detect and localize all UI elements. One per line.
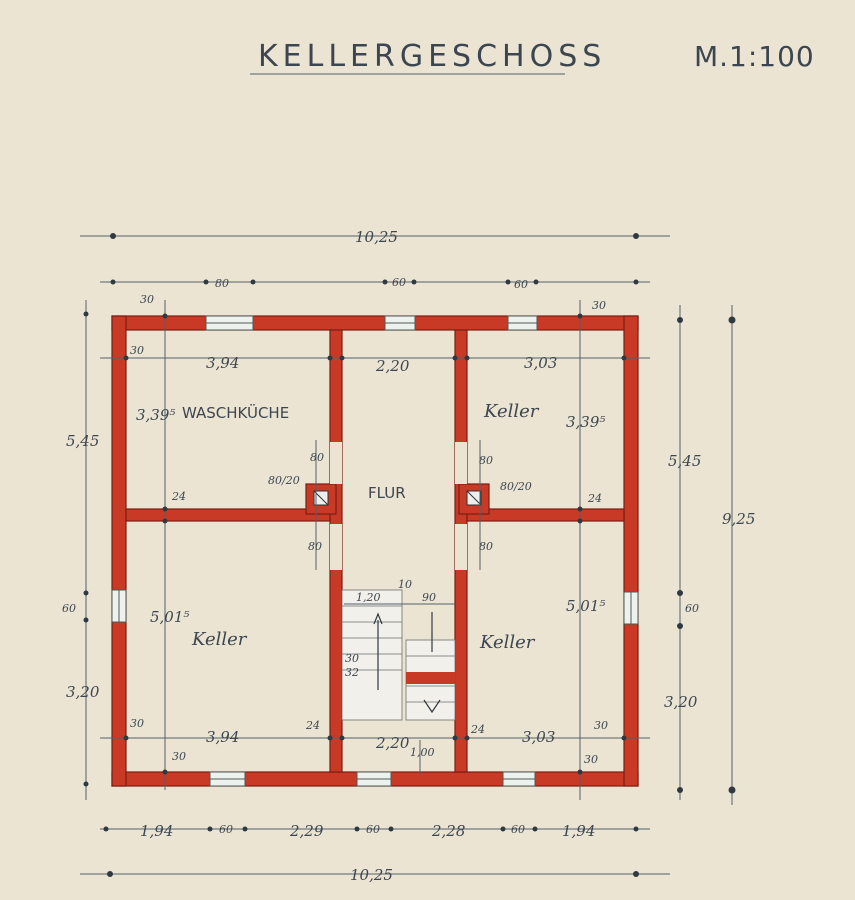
stair-width-label: 1,20: [356, 591, 381, 604]
wall-24-upper-left: 24: [171, 490, 186, 503]
top-overall-dimension: 10,25: [80, 228, 670, 246]
right-vertical-dimension: 5,45 60 3,20 9,25: [664, 305, 755, 805]
wall-24-upper-right: 24: [587, 492, 602, 505]
stair-10-label: 10: [398, 578, 412, 591]
room-flur: FLUR 2,20 2,20 1,20 90 10 30 32 1,00: [345, 357, 436, 759]
room-keller-upper-right-width: 3,03: [524, 354, 557, 372]
wall-24-lower-right: 24: [470, 723, 485, 736]
chimney-right-label: 80/20: [500, 480, 532, 493]
wall-30-bottom-right-a: 30: [594, 719, 608, 732]
room-keller-lower-left-name: Keller: [191, 629, 248, 650]
room-keller-lower-right-depth: 5,01⁵: [566, 597, 605, 615]
stair-30-label: 30: [345, 652, 359, 665]
wall-30-left: 30: [130, 344, 144, 357]
bottom-segment-5: 2,28: [431, 822, 465, 840]
top-window-60b-label: 60: [514, 278, 528, 291]
room-keller-lower-right: Keller 3,03 5,01⁵: [479, 597, 605, 746]
room-keller-lower-right-width: 3,03: [522, 728, 555, 746]
staircase: [341, 589, 456, 721]
room-keller-lower-left-depth: 5,01⁵: [150, 608, 189, 626]
room-waschkueche-width: 3,94: [206, 354, 239, 372]
room-waschkueche-depth: 3,39⁵: [136, 406, 175, 424]
chimney-left-label: 80/20: [268, 474, 300, 487]
wall-30-top-right: 30: [592, 299, 606, 312]
wall-30-bottom-right-b: 30: [584, 753, 598, 766]
bottom-segment-2: 60: [219, 823, 233, 836]
room-keller-upper-right-depth: 3,39⁵: [566, 413, 605, 431]
overall-height-label: 9,25: [722, 510, 755, 528]
bottom-segment-4: 60: [366, 823, 380, 836]
left-vertical-dimension: 5,45 60 3,20: [62, 300, 100, 800]
wall-30-bottom-left-b: 30: [172, 750, 186, 763]
right-upper-height-label: 5,45: [668, 452, 701, 470]
bottom-overall-dimension: 10,25: [80, 866, 670, 884]
chimney-flues: [313, 490, 482, 506]
drawing-scale: M.1:100: [694, 40, 815, 73]
wall-24-lower-left: 24: [305, 719, 320, 732]
door-80-right-upper: 80: [479, 454, 493, 467]
door-100-label: 1,00: [410, 746, 435, 759]
door-openings: [330, 442, 467, 570]
bottom-segment-6: 60: [511, 823, 525, 836]
room-keller-upper-right-name: Keller: [483, 401, 540, 422]
interior-dimension-lines: [100, 300, 650, 800]
wall-30-bottom-left-a: 30: [130, 717, 144, 730]
door-80-left-lower: 80: [308, 540, 322, 553]
room-waschkueche: WASCHKÜCHE 3,94 3,39⁵: [136, 354, 289, 424]
overall-width-bottom-label: 10,25: [350, 866, 393, 884]
door-80-left-upper: 80: [310, 451, 324, 464]
room-flur-name: FLUR: [368, 484, 406, 502]
room-waschkueche-name: WASCHKÜCHE: [182, 403, 289, 422]
right-lower-height-label: 3,20: [664, 693, 698, 711]
bottom-segment-dimension: 1,94 60 2,29 60 2,28 60 1,94: [100, 822, 650, 840]
wall-thickness-labels: 30 30 30 30 30 30 30 24 24 24 24 80 80 8…: [130, 293, 608, 766]
top-window-80-label: 80: [215, 277, 229, 290]
room-flur-width-bottom: 2,20: [375, 734, 410, 752]
right-window-60-label: 60: [685, 602, 699, 615]
stair-90-label: 90: [422, 591, 436, 604]
room-flur-width-top: 2,20: [375, 357, 410, 375]
left-upper-height-label: 5,45: [66, 432, 99, 450]
bottom-segment-1: 1,94: [140, 822, 173, 840]
left-window-60-label: 60: [62, 602, 76, 615]
room-keller-upper-right: Keller 3,03 3,39⁵: [483, 354, 605, 431]
room-keller-lower-right-name: Keller: [479, 632, 536, 653]
bottom-segment-3: 2,29: [289, 822, 324, 840]
bottom-segment-7: 1,94: [562, 822, 595, 840]
windows: [111, 315, 639, 787]
room-keller-lower-left: Keller 3,94 5,01⁵: [150, 608, 248, 746]
stair-32-label: 32: [345, 666, 359, 679]
drawing-title: KELLERGESCHOSS: [258, 39, 606, 74]
top-window-60a-label: 60: [392, 276, 406, 289]
top-window-dimension-row: 80 60 60: [100, 276, 650, 291]
left-lower-height-label: 3,20: [66, 683, 100, 701]
wall-30-top-left: 30: [140, 293, 154, 306]
room-keller-lower-left-width: 3,94: [206, 728, 239, 746]
overall-width-top-label: 10,25: [355, 228, 398, 246]
door-80-right-lower: 80: [479, 540, 493, 553]
